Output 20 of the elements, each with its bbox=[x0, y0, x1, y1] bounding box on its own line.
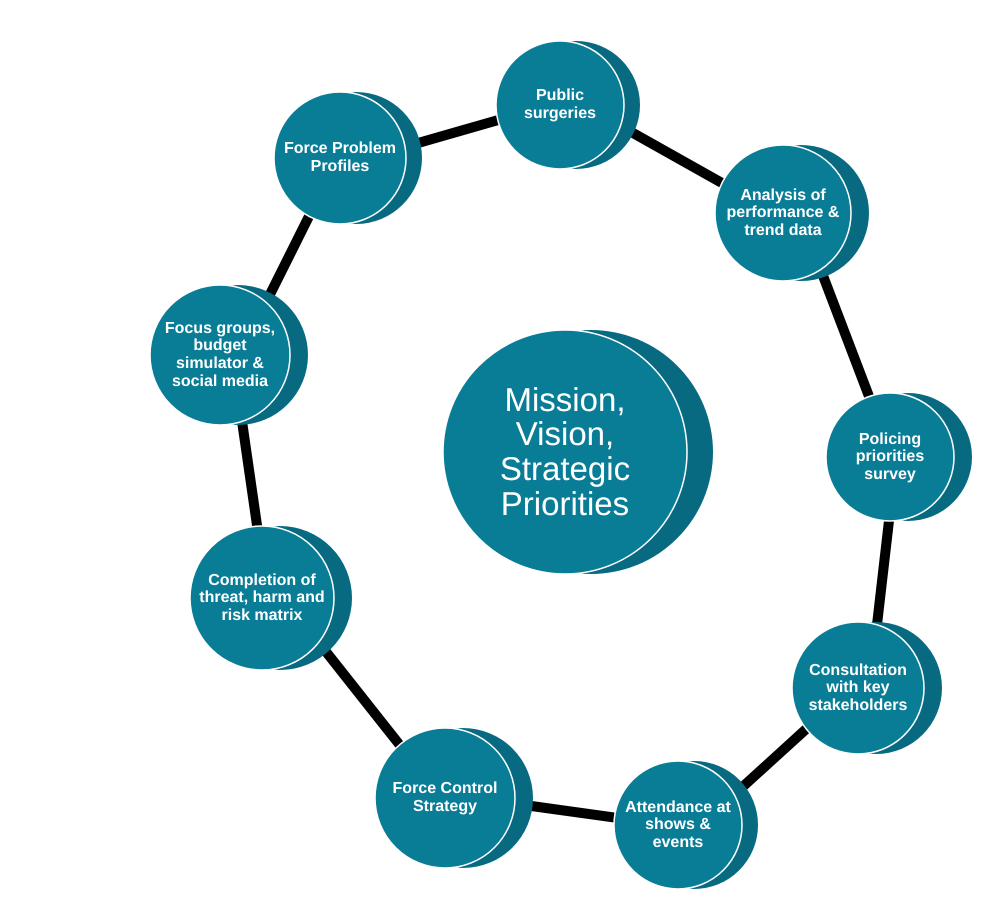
disc-node bbox=[614, 761, 758, 889]
disc-node bbox=[715, 145, 869, 281]
node-label: Attendance at shows & events bbox=[624, 798, 732, 852]
node-label: Force Problem Profiles bbox=[282, 140, 397, 176]
disc-node bbox=[274, 92, 422, 224]
node-label: Mission, Vision, Strategic Priorities bbox=[498, 382, 632, 522]
disc-node bbox=[443, 330, 713, 574]
disc-node bbox=[190, 526, 352, 670]
node-label: Completion of threat, harm and risk matrix bbox=[198, 572, 326, 624]
disc-node bbox=[496, 41, 640, 169]
disc-node bbox=[150, 285, 308, 425]
disc-node bbox=[375, 728, 533, 868]
node-label: Analysis of performance & trend data bbox=[726, 186, 840, 240]
node-label: Policing priorities survey bbox=[854, 430, 926, 484]
node-label: Public surgeries bbox=[522, 87, 597, 123]
node-label: Force Control Strategy bbox=[392, 780, 498, 816]
disc-node bbox=[826, 393, 972, 521]
node-label: Focus groups, budget simulator & social media bbox=[164, 320, 276, 390]
node-label: Consultation with key stakeholders bbox=[808, 662, 908, 714]
disc-node bbox=[792, 622, 942, 754]
